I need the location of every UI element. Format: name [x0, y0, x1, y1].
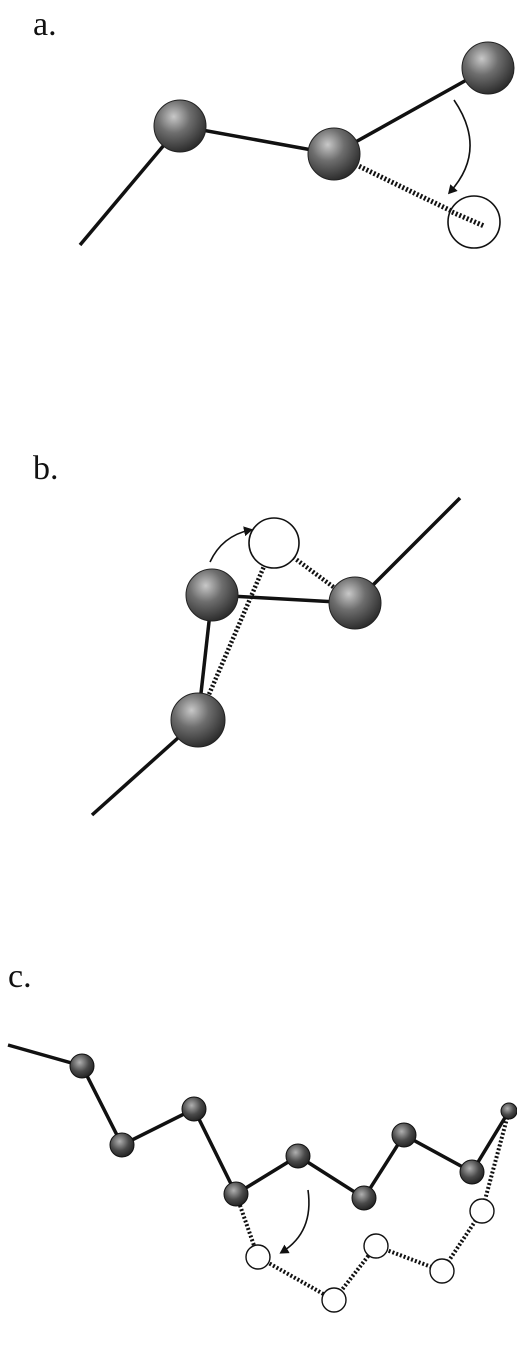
bead	[181, 1096, 207, 1122]
panel-a	[78, 41, 515, 249]
bead	[391, 1122, 417, 1148]
bead	[307, 127, 361, 181]
bead	[351, 1185, 377, 1211]
panel-c-label: c.	[8, 958, 32, 995]
trial-bead	[245, 1244, 271, 1270]
trial-bond	[450, 209, 486, 229]
bead	[500, 1102, 517, 1120]
panel-a-label: a.	[33, 6, 57, 43]
trial-bead	[363, 1233, 389, 1259]
bead	[185, 568, 239, 622]
bead	[285, 1143, 311, 1169]
bead	[461, 41, 515, 95]
rotation-arrow	[447, 99, 471, 195]
panel-c	[7, 1043, 517, 1313]
trial-bead	[469, 1198, 495, 1224]
rotation-arrow	[209, 526, 253, 563]
trial-bead	[321, 1287, 347, 1313]
bead	[328, 576, 382, 630]
bead	[223, 1181, 249, 1207]
trial-bead	[429, 1258, 455, 1284]
bead	[459, 1159, 485, 1185]
bead	[170, 692, 226, 748]
bead	[109, 1132, 135, 1158]
panel-b-label: b.	[33, 450, 59, 487]
trial-bead	[248, 517, 300, 569]
bead	[153, 99, 207, 153]
bond	[333, 66, 489, 156]
panel-b	[90, 496, 462, 817]
rotation-arrow	[279, 1189, 310, 1254]
chain-bonds	[7, 1043, 511, 1201]
bead	[69, 1053, 95, 1079]
trial-bond	[195, 542, 277, 721]
